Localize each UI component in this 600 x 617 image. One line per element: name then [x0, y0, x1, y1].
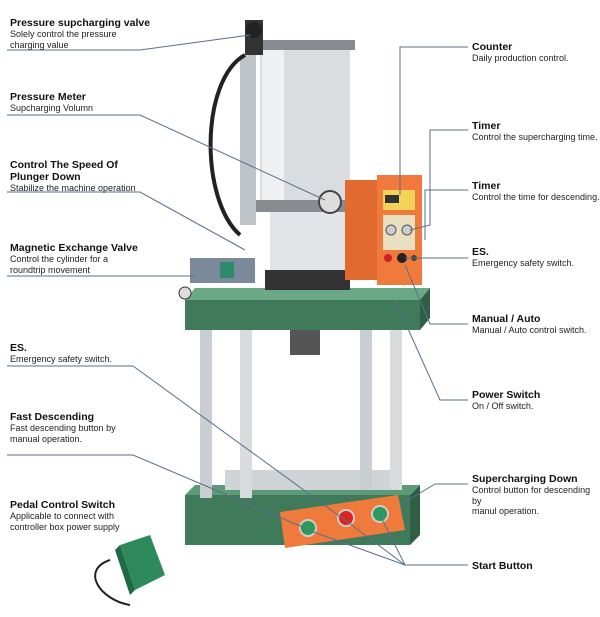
label-desc: Control the supercharging time. [472, 132, 598, 142]
label-title: Manual / Auto [472, 313, 541, 325]
label-title: Start Button [472, 560, 533, 572]
label-title: Fast Descending [10, 411, 95, 423]
label-title: Magnetic Exchange Valve [10, 242, 138, 254]
label-desc: Applicable to connect with [10, 511, 115, 521]
label-desc: charging value [10, 39, 69, 50]
label-desc: roundtrip movement [10, 264, 91, 275]
label-manual-auto: Manual / Auto Manual / Auto control swit… [472, 313, 587, 336]
label-title: Pressure supcharging valve [10, 17, 151, 29]
label-desc: Control the cylinder for a [10, 254, 109, 264]
label-pressure-meter: Pressure Meter Supcharging Volumn [10, 91, 93, 114]
label-desc: Fast descending button by [10, 423, 116, 433]
label-desc: Control button for descending by [472, 485, 591, 506]
label-desc: Emergency safety switch. [10, 354, 113, 364]
label-timer-descending: Timer Control the time for descending. [472, 180, 600, 203]
label-title: Supercharging Down [472, 473, 578, 485]
label-start-button: Start Button [472, 560, 533, 572]
label-desc: Manual / Auto control switch. [472, 325, 587, 335]
label-timer-supercharging: Timer Control the supercharging time. [472, 120, 598, 143]
label-title: Power Switch [472, 389, 541, 401]
label-es-left: ES. Emergency safety switch. [10, 342, 112, 365]
label-fast-descending: Fast Descending Fast descending button b… [10, 411, 116, 444]
label-pedal-control-switch: Pedal Control Switch Applicable to conne… [10, 499, 120, 532]
pedal-switch [94, 535, 165, 606]
label-desc: controller box power supply [10, 521, 120, 532]
label-supercharging-down: Supercharging Down Control button for de… [472, 473, 600, 517]
label-title: Plunger Down [10, 171, 81, 183]
label-magnetic-exchange-valve: Magnetic Exchange Valve Control the cyli… [10, 242, 138, 275]
label-pressure-supcharging-valve: Pressure supcharging valve Solely contro… [10, 17, 150, 50]
label-desc: Stabilize the machine operation [10, 183, 136, 193]
label-desc: Supcharging Volumn [10, 103, 94, 113]
label-title: Timer [472, 180, 501, 192]
label-desc: Emergency safety switch. [472, 258, 575, 268]
label-plunger-speed: Control The Speed Of Plunger Down Stabil… [10, 159, 136, 194]
label-es-right: ES. Emergency safety switch. [472, 246, 574, 269]
label-desc: manual operation. [10, 433, 83, 444]
label-title: Counter [472, 41, 513, 53]
label-desc: On / Off switch. [472, 401, 534, 411]
label-title: ES. [10, 342, 27, 354]
leader-lines [7, 34, 468, 566]
label-title: Timer [472, 120, 501, 132]
label-title: Pressure Meter [10, 91, 86, 103]
label-power-switch: Power Switch On / Off switch. [472, 389, 540, 412]
press-machine [178, 20, 430, 548]
label-title: Control The Speed Of [10, 159, 118, 171]
label-counter: Counter Daily production control. [472, 41, 569, 64]
label-desc: manul operation. [472, 506, 540, 516]
label-title: ES. [472, 246, 489, 258]
label-title: Pedal Control Switch [10, 499, 116, 511]
label-desc: Daily production control. [472, 53, 569, 63]
label-desc: Control the time for descending. [472, 192, 600, 202]
label-desc: Solely control the pressure [10, 29, 117, 39]
